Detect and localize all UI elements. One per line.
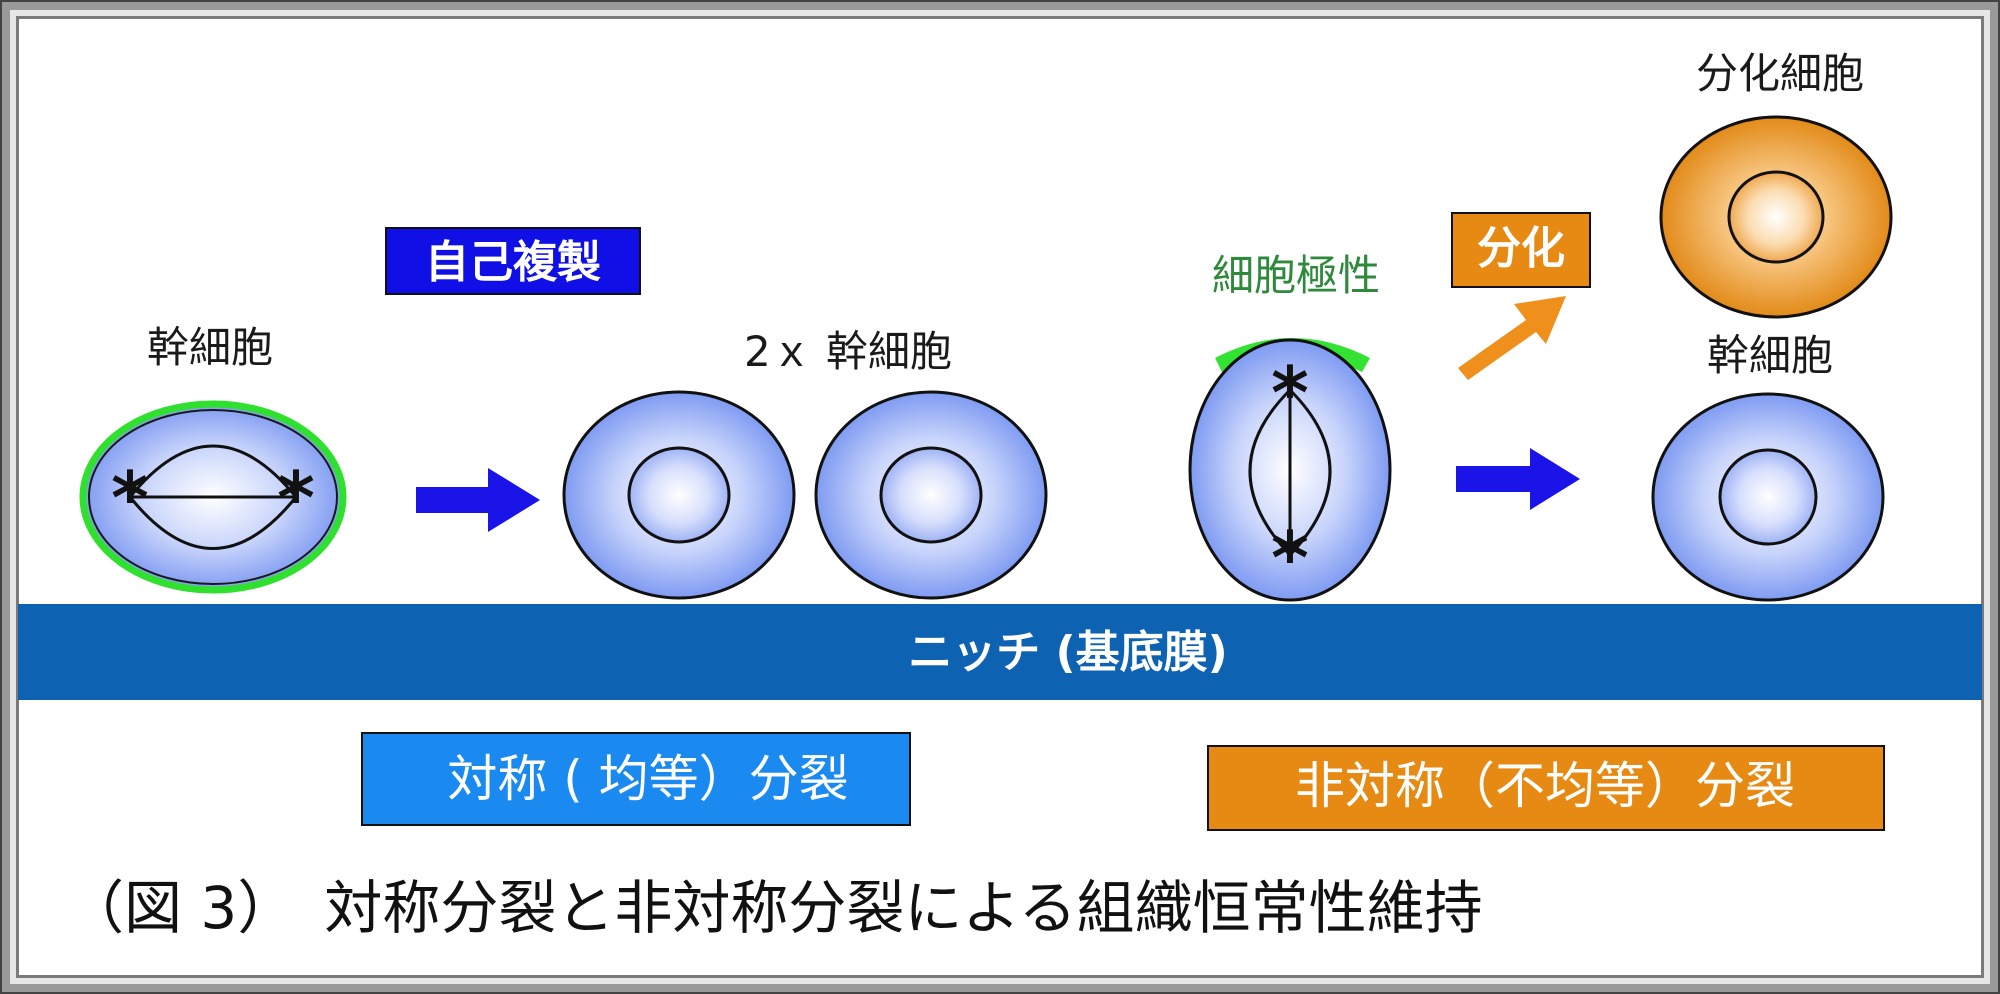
spindle-fibers-left	[128, 444, 298, 550]
centrosome-icon-left-a: *	[111, 456, 149, 540]
centrosome-icon-right-a: *	[1271, 351, 1309, 435]
figure-caption: （図 3） 対称分裂と非対称分裂による組織恒常性維持	[66, 874, 1483, 942]
arrow-right-icon-1	[416, 468, 540, 532]
daughter-nucleus-2	[879, 446, 983, 544]
centrosome-icon-right-b: *	[1271, 516, 1309, 600]
asymmetric-division-box	[1207, 745, 1885, 831]
self-renewal-label: 自己複製	[425, 237, 601, 288]
stem-cell-label-left: 幹細胞	[147, 323, 273, 372]
daughter-nucleus-1	[627, 446, 731, 544]
two-stem-cells-label: 2ｘ 幹細胞	[744, 327, 952, 376]
differentiation-box	[1451, 212, 1591, 288]
differentiated-nucleus	[1727, 170, 1825, 264]
niche-label: ニッチ (基底膜)	[908, 627, 1228, 678]
niche-band	[18, 604, 1982, 700]
arrow-right-icon-2	[1456, 448, 1580, 510]
cell-polarity-label: 細胞極性	[1212, 251, 1380, 300]
centrosome-icon-left-b: *	[277, 456, 315, 540]
symmetric-division-label: 対称 ( 均等）分裂	[447, 750, 848, 808]
arrow-up-right-icon	[1458, 296, 1566, 380]
asymmetric-division-label: 非対称（不均等）分裂	[1295, 757, 1795, 815]
differentiated-cell-label: 分化細胞	[1696, 49, 1864, 98]
spindle-fibers-right	[1248, 388, 1332, 557]
symmetric-division-box	[361, 732, 911, 826]
self-renewal-box	[385, 227, 641, 295]
stem-cell-right-nucleus	[1718, 448, 1818, 546]
differentiation-label: 分化	[1477, 223, 1565, 274]
stem-cell-label-right: 幹細胞	[1707, 331, 1833, 380]
